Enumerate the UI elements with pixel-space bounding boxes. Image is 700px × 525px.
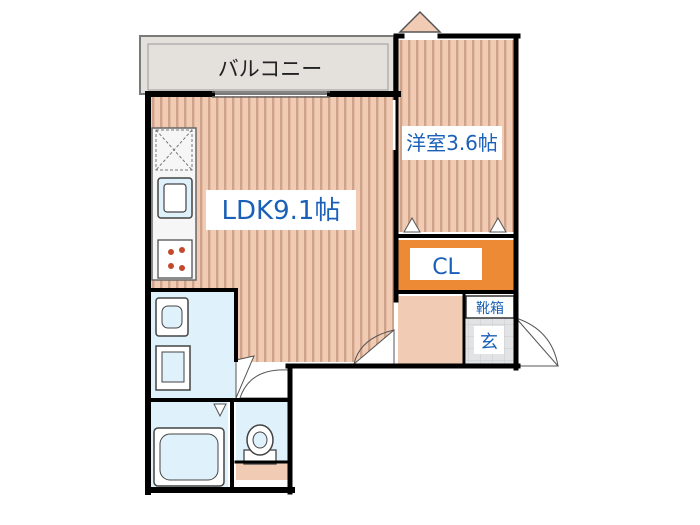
balcony-label: バルコニー	[218, 57, 323, 81]
toilet-door-swing	[239, 369, 289, 399]
ldk-label: LDK9.1帖	[222, 196, 341, 226]
toilet-room	[236, 369, 289, 480]
entrance-label: 玄	[480, 332, 498, 353]
stove-icon	[157, 239, 193, 279]
western-room-label-box	[402, 126, 502, 160]
entrance-label-box	[474, 326, 504, 354]
toilet-icon	[243, 424, 277, 465]
washing-machine-icon	[155, 345, 191, 391]
washbasin-icon	[155, 297, 189, 337]
walls	[145, 33, 521, 495]
western-room: 洋室3.6帖	[398, 10, 514, 233]
balcony-window	[212, 91, 330, 98]
shoe-box-label: 靴箱	[476, 301, 504, 317]
balcony: バルコニー	[139, 35, 395, 95]
western-room-label: 洋室3.6帖	[406, 131, 498, 155]
closet-label: CL	[432, 255, 460, 280]
closet: CL	[398, 240, 514, 290]
bathroom	[150, 402, 228, 490]
entrance-area: 靴箱 玄	[352, 295, 560, 367]
bathroom-door-mark	[213, 403, 227, 418]
closet-label-box	[410, 248, 482, 280]
washroom	[150, 290, 255, 399]
kitchen-sink-icon	[157, 177, 193, 219]
washroom-door-swing	[235, 355, 255, 399]
ldk-label-box	[206, 190, 356, 230]
front-door-swing	[515, 316, 560, 367]
closet-door-right	[489, 216, 507, 233]
closet-door-left	[403, 216, 421, 233]
ldk-room: LDK9.1帖	[150, 96, 394, 362]
refrigerator-space	[155, 129, 193, 171]
window-bump	[398, 10, 442, 33]
bathtub-icon	[153, 427, 225, 487]
